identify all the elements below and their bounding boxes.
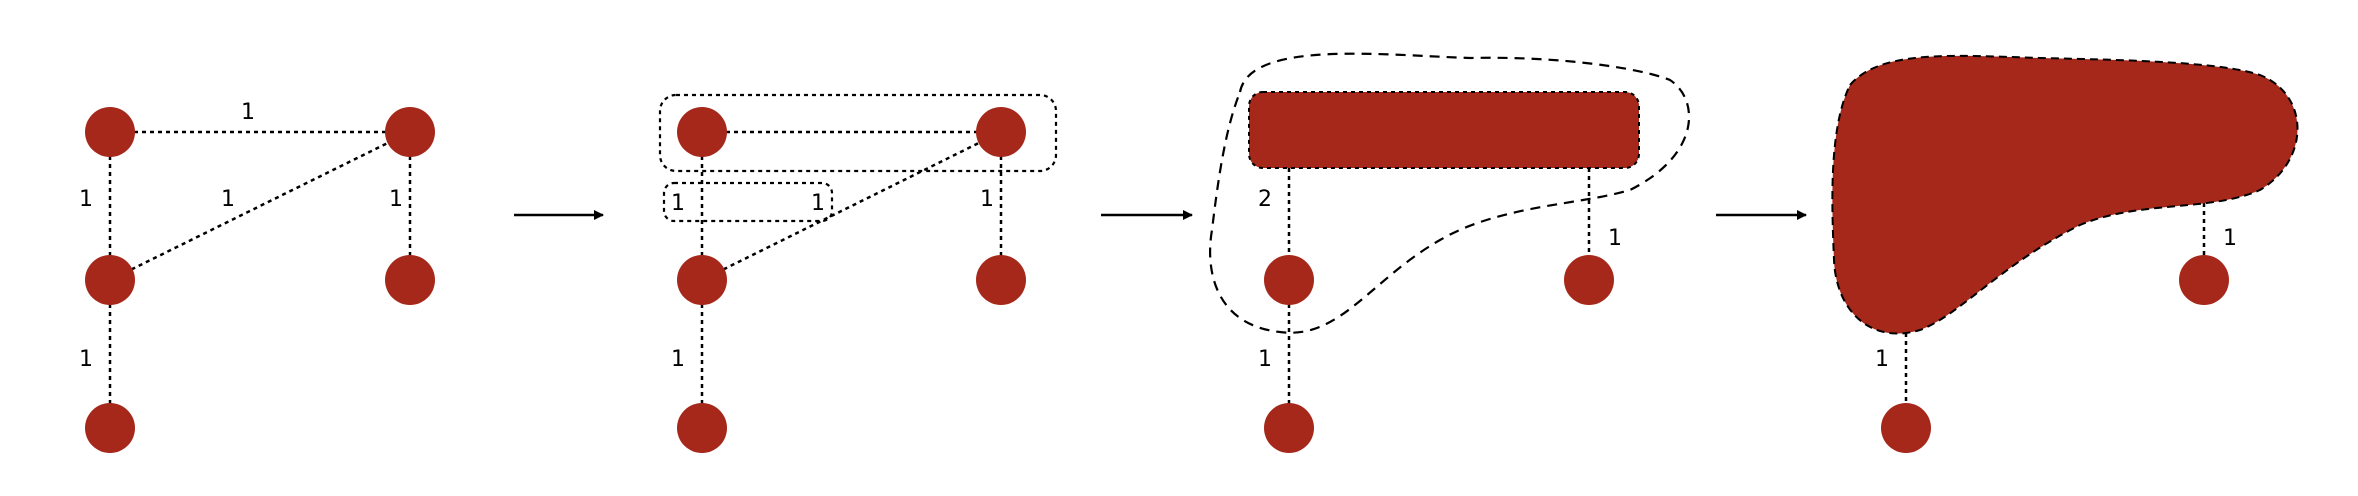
edge-label-right: 1 (389, 187, 403, 212)
node (1881, 403, 1931, 453)
edge-diagonal (701, 130, 1002, 282)
merged-supernode (1248, 91, 1640, 169)
edge-label-top: 1 (241, 100, 255, 125)
node (2179, 255, 2229, 305)
edge-label-left: 1 (79, 187, 93, 212)
edge-label-right: 1 (980, 187, 994, 212)
node (85, 255, 135, 305)
panel-4-final-graph: 1 1 (1831, 54, 2299, 453)
node (677, 107, 727, 157)
edge-label-bottom: 1 (671, 347, 685, 372)
edge-label-right: 1 (2223, 226, 2237, 251)
panel-2-grouped-graph: 1 1 1 1 (658, 93, 1058, 453)
edge-label-bottom: 1 (79, 347, 93, 372)
node (976, 255, 1026, 305)
merge-outline (1209, 52, 1690, 334)
panel-1-initial-graph: 1 1 1 1 1 (79, 100, 435, 453)
node (1264, 403, 1314, 453)
node (677, 403, 727, 453)
panel-3-merged-graph: 2 1 1 (1209, 52, 1690, 453)
edge-label-bottom: 1 (1258, 347, 1272, 372)
node (976, 107, 1026, 157)
merged-supernode (1831, 54, 2299, 335)
edge-label-diagonal: 1 (221, 187, 235, 212)
node (385, 255, 435, 305)
node (677, 255, 727, 305)
edge-label-group-right: 1 (811, 191, 825, 216)
group-outline-top (658, 93, 1058, 173)
edge-label-left: 2 (1258, 187, 1272, 212)
node (385, 107, 435, 157)
edge-label-group-left: 1 (671, 191, 685, 216)
edge-label-right: 1 (1608, 226, 1622, 251)
node (1264, 255, 1314, 305)
node (1564, 255, 1614, 305)
node (85, 403, 135, 453)
edge-label-bottom: 1 (1875, 347, 1889, 372)
node (85, 107, 135, 157)
edge-diagonal (109, 130, 411, 282)
group-outline-edges (662, 181, 834, 223)
